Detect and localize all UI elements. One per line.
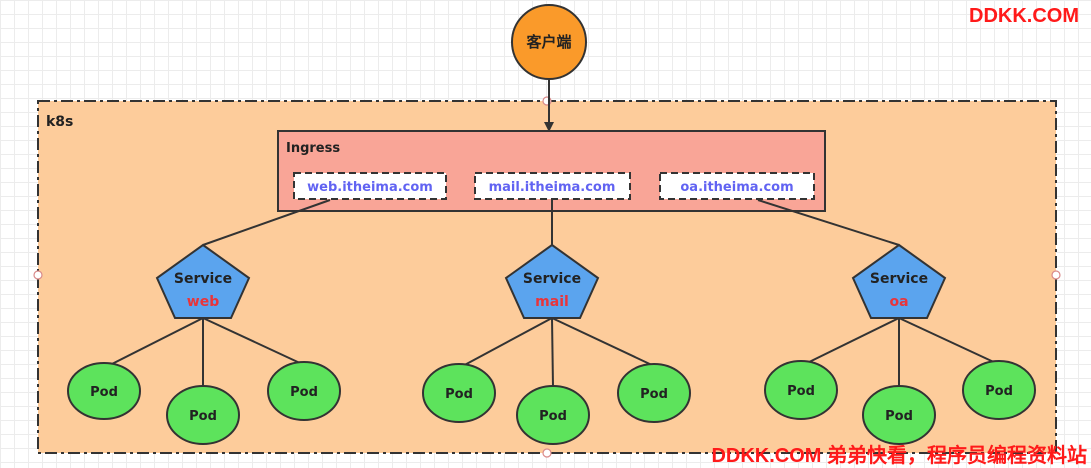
host-rule-web-label: web.itheima.com: [307, 180, 433, 195]
host-rule-mail[interactable]: [474, 172, 631, 200]
connector-handle-bottom[interactable]: [542, 448, 552, 458]
service-oa-label: Service: [870, 271, 928, 287]
pod-label: Pod: [640, 387, 668, 402]
edge-web-pod-3: [202, 317, 303, 365]
pod-label: Pod: [539, 409, 567, 424]
ingress-label: Ingress: [286, 141, 340, 156]
service-web-label: Service: [174, 271, 232, 287]
service-mail-node[interactable]: [504, 243, 600, 319]
pod-label: Pod: [985, 384, 1013, 399]
pod-label: Pod: [290, 385, 318, 400]
pod-mail-3[interactable]: [617, 363, 691, 423]
pod-oa-1[interactable]: [764, 360, 838, 420]
pod-web-1[interactable]: [67, 362, 141, 420]
service-web-name: web: [187, 294, 219, 310]
client-node[interactable]: [511, 4, 587, 80]
pod-label: Pod: [885, 409, 913, 424]
pod-oa-2[interactable]: [862, 385, 936, 445]
edge-oa-pod-3: [898, 317, 999, 365]
connector-handle-left[interactable]: [33, 270, 43, 280]
watermark-bottom: DDKK.COM 弟弟快看，程序员编程资料站: [711, 445, 1087, 467]
edge-mail-pod-3: [551, 317, 655, 367]
edge-host-web: [202, 199, 331, 246]
pod-label: Pod: [787, 384, 815, 399]
pod-mail-2[interactable]: [516, 385, 590, 445]
edge-web-pod-1: [103, 317, 204, 369]
pod-web-2[interactable]: [166, 385, 240, 445]
edge-oa-pod-1: [800, 317, 900, 367]
pod-oa-3[interactable]: [962, 360, 1036, 420]
host-rule-oa[interactable]: [659, 172, 815, 200]
pod-web-3[interactable]: [267, 361, 341, 421]
pod-mail-1[interactable]: [422, 363, 496, 423]
edge-mail-pod-2: [551, 317, 554, 388]
edge-host-oa: [757, 199, 900, 246]
service-oa-node[interactable]: [851, 243, 947, 319]
pod-label: Pod: [90, 385, 118, 400]
client-label: 客户端: [525, 33, 571, 51]
connector-handle-right[interactable]: [1051, 270, 1061, 280]
k8s-label: k8s: [46, 114, 73, 130]
watermark-top: DDKK.COM: [969, 5, 1079, 27]
edge-mail-pod-1: [458, 317, 553, 369]
service-mail-label: Service: [523, 271, 581, 287]
host-rule-web[interactable]: [293, 172, 447, 200]
host-rule-mail-label: mail.itheima.com: [489, 180, 616, 195]
service-mail-name: mail: [535, 294, 569, 310]
host-rule-oa-label: oa.itheima.com: [680, 180, 793, 195]
pod-label: Pod: [189, 409, 217, 424]
pod-label: Pod: [445, 387, 473, 402]
service-web-node[interactable]: [155, 243, 251, 319]
service-oa-name: oa: [889, 294, 908, 310]
